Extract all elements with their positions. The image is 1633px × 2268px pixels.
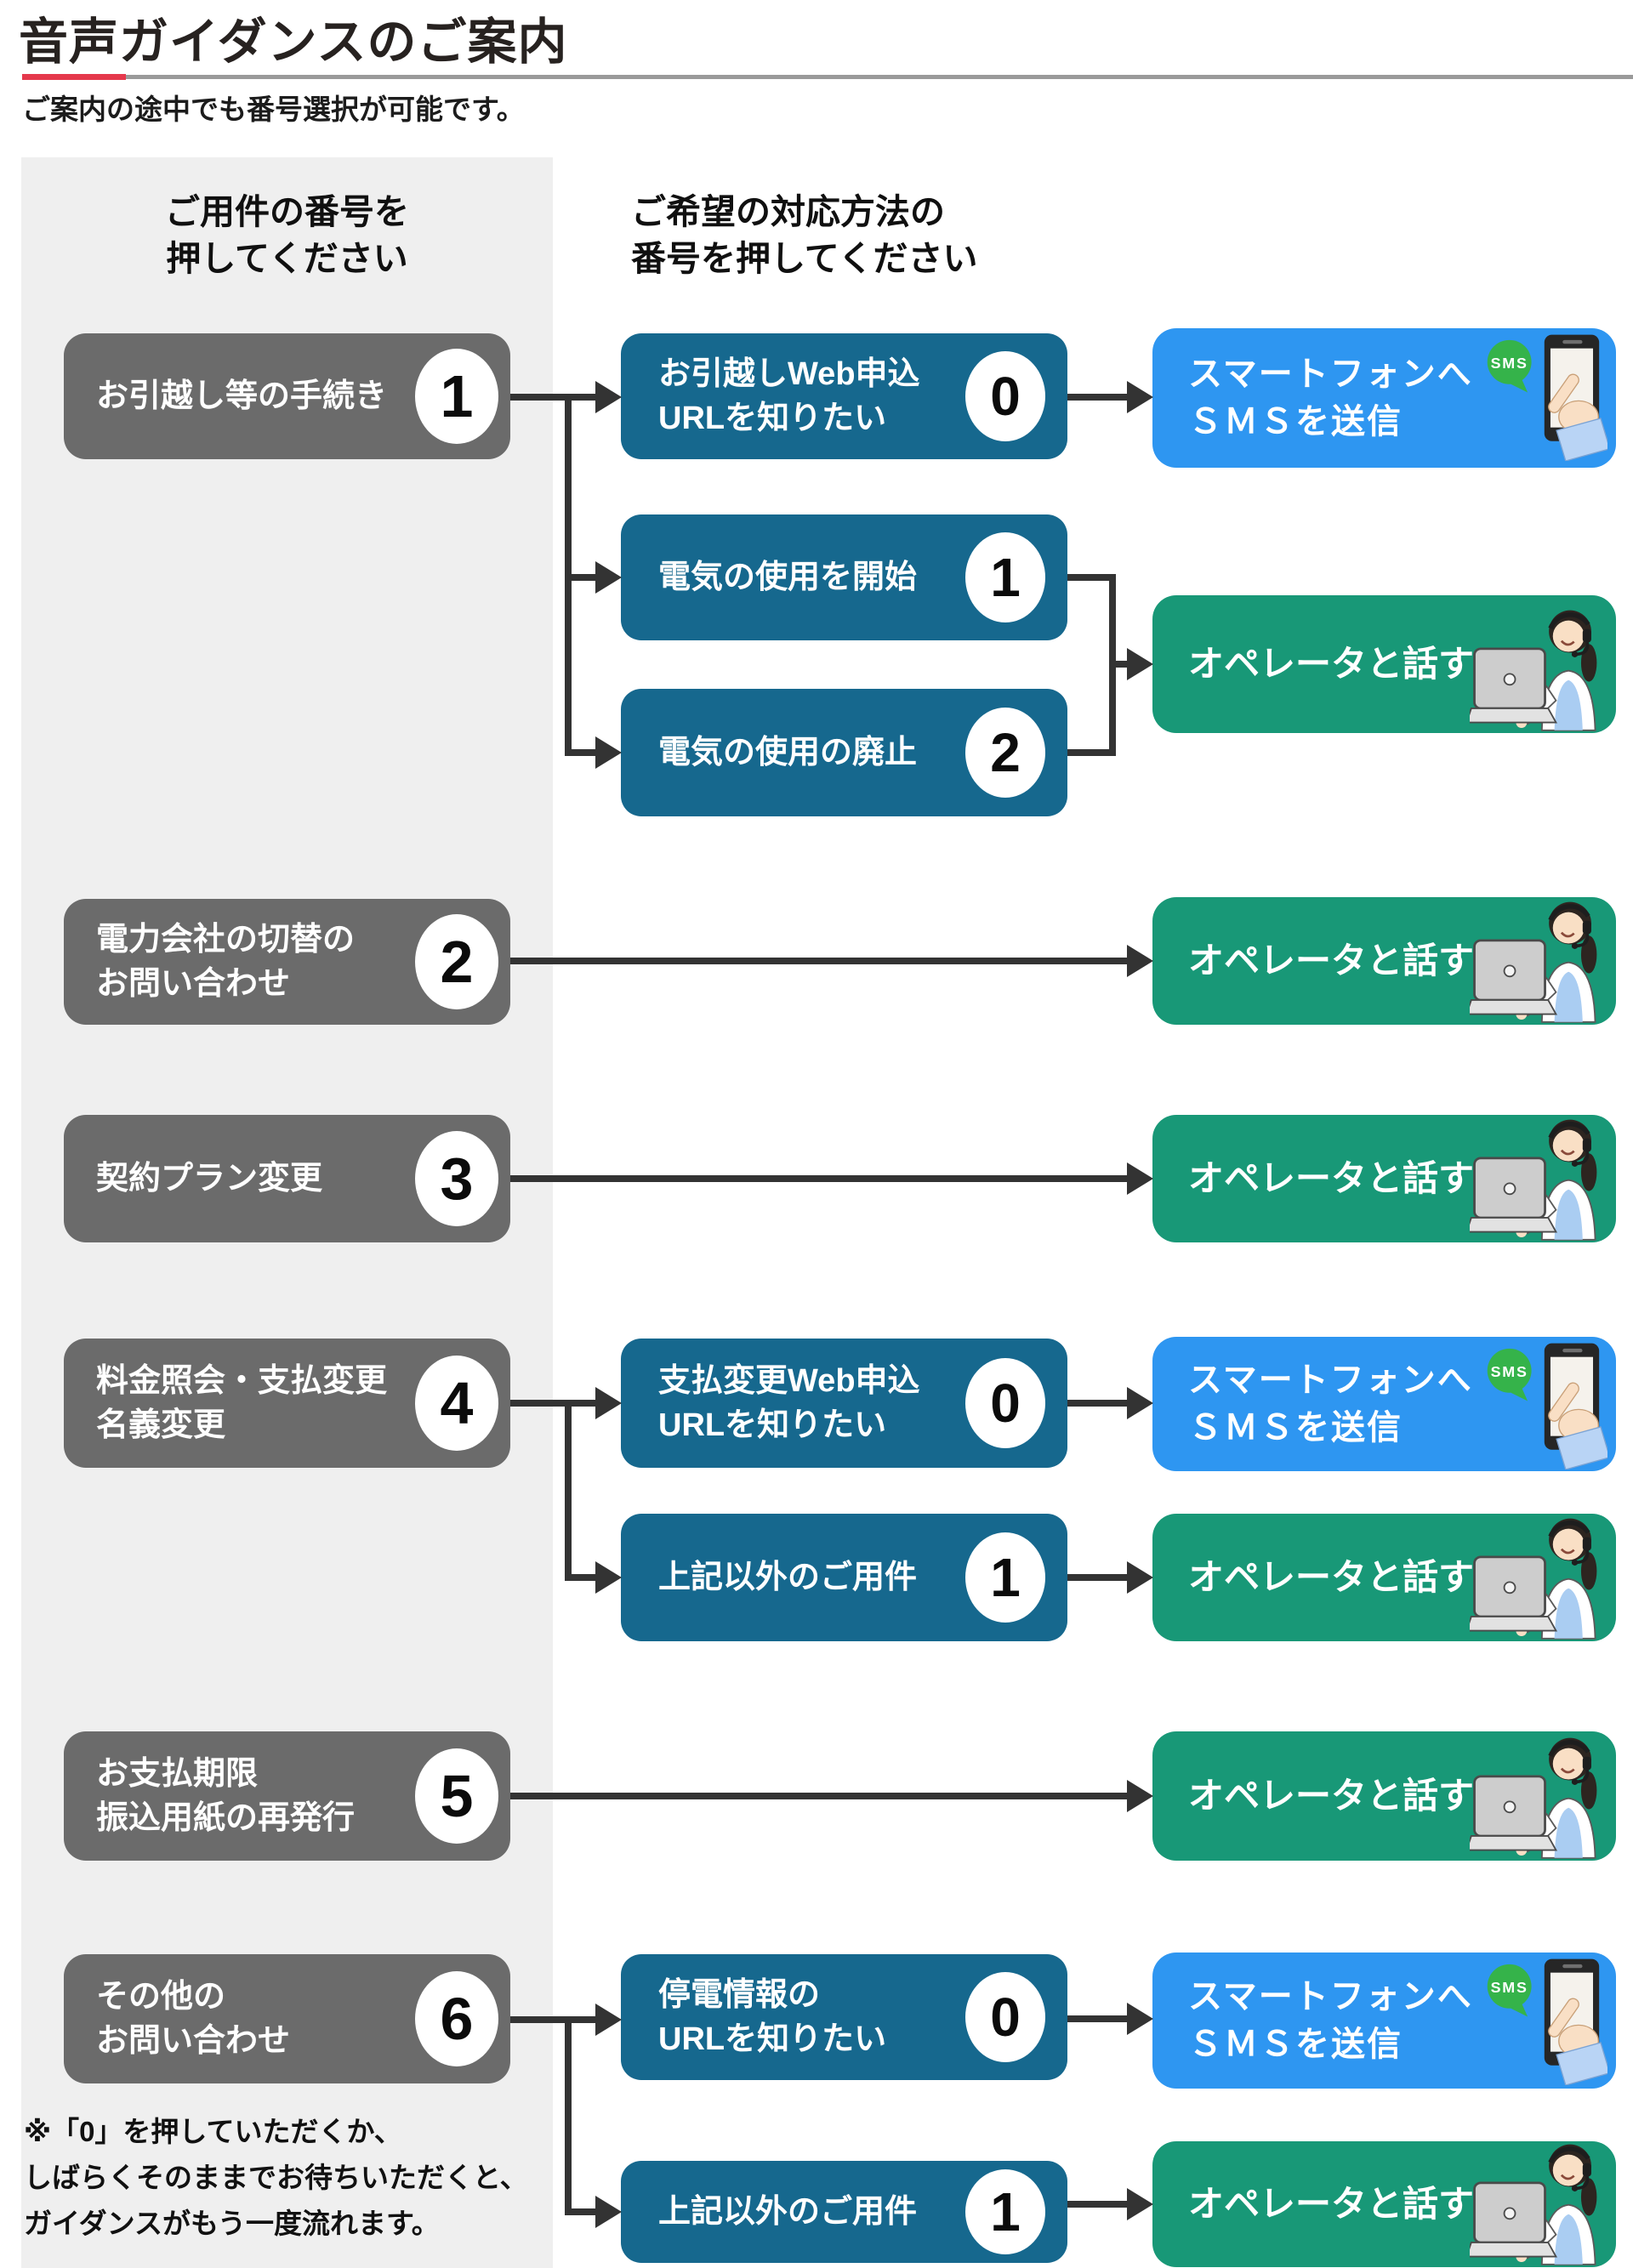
connector (1067, 749, 1116, 756)
digit-badge: 1 (965, 1532, 1045, 1623)
arrowhead (1127, 2188, 1153, 2220)
arrowhead (1127, 648, 1153, 680)
secondary-option-4-0: 支払変更Web申込 URLを知りたい 0 (621, 1339, 1067, 1468)
digit-badge: 6 (415, 1971, 498, 2066)
connector (1067, 1574, 1127, 1581)
sms-phone-icon: SMS (1478, 1956, 1607, 2085)
arrowhead (595, 381, 622, 413)
outcome-sms-4: スマートフォンへ ＳＭＳを送信 SMS (1152, 1337, 1616, 1471)
sms-phone-icon: SMS (1478, 1340, 1607, 1469)
digit-badge: 1 (415, 349, 498, 444)
connector (565, 2016, 572, 2215)
digit-badge: 5 (415, 1748, 498, 1844)
connector (565, 574, 595, 581)
digit-badge: 0 (965, 1972, 1045, 2062)
svg-text:SMS: SMS (1491, 1979, 1528, 1996)
outcome-operator-6: オペレータと話す (1152, 2141, 1616, 2267)
outcome-operator-2: オペレータと話す (1152, 897, 1616, 1025)
subtitle: ご案内の途中でも番号選択が可能です。 (22, 94, 525, 125)
digit-badge: 4 (415, 1356, 498, 1451)
digit-badge: 1 (965, 532, 1045, 622)
operator-icon (1470, 2138, 1611, 2265)
primary-option-6: その他の お問い合わせ 6 (64, 1954, 510, 2083)
connector (1067, 574, 1116, 581)
primary-option-5: お支払期限 振込用紙の再発行 5 (64, 1731, 510, 1861)
arrowhead (595, 2004, 622, 2036)
outcome-operator-1: オペレータと話す (1152, 595, 1616, 733)
connector (1067, 1400, 1127, 1407)
operator-icon (1470, 1113, 1611, 1241)
primary-option-3: 契約プラン変更 3 (64, 1115, 510, 1242)
footnote: ※「0」を押していただくか、 しばらくそのままでお待ちいただくと、 ガイダンスが… (24, 2116, 528, 2239)
secondary-option-1-1: 電気の使用を開始 1 (621, 514, 1067, 640)
outcome-operator-5: オペレータと話す (1152, 1731, 1616, 1861)
primary-option-1: お引越し等の手続き 1 (64, 333, 510, 459)
secondary-option-6-0: 停電情報の URLを知りたい 0 (621, 1954, 1067, 2080)
operator-icon (1470, 1512, 1611, 1640)
connector (565, 1574, 595, 1581)
connector (1067, 394, 1127, 401)
right-column-heading: ご希望の対応方法の 番号を押してください (631, 192, 978, 278)
arrowhead (1127, 381, 1153, 413)
title-rule-accent (22, 74, 126, 80)
secondary-option-4-1: 上記以外のご用件 1 (621, 1514, 1067, 1641)
outcome-operator-4: オペレータと話す (1152, 1514, 1616, 1641)
digit-badge: 0 (965, 351, 1045, 441)
connector (565, 2208, 595, 2215)
connector (510, 1175, 1127, 1182)
operator-icon (1470, 1731, 1611, 1859)
outcome-operator-3: オペレータと話す (1152, 1115, 1616, 1242)
svg-text:SMS: SMS (1491, 355, 1528, 372)
digit-badge: 3 (415, 1131, 498, 1226)
arrowhead (595, 1561, 622, 1594)
digit-badge: 0 (965, 1358, 1045, 1448)
connector (510, 394, 595, 401)
svg-text:SMS: SMS (1491, 1363, 1528, 1380)
connector (510, 1400, 595, 1407)
digit-badge: 2 (415, 914, 498, 1009)
arrowhead (1127, 945, 1153, 977)
operator-icon (1470, 895, 1611, 1023)
page-title: 音声ガイダンスのご案内 (19, 14, 568, 70)
arrowhead (1127, 1162, 1153, 1195)
secondary-option-1-0: お引越しWeb申込 URLを知りたい 0 (621, 333, 1067, 459)
connector (565, 749, 595, 756)
connector (510, 1793, 1127, 1799)
arrowhead (1127, 1387, 1153, 1419)
primary-option-2: 電力会社の切替の お問い合わせ 2 (64, 899, 510, 1025)
outcome-sms-1: スマートフォンへ ＳＭＳを送信 SMS (1152, 328, 1616, 468)
title-rule (22, 75, 1633, 79)
arrowhead (595, 736, 622, 769)
connector (565, 1400, 572, 1581)
connector (1067, 2201, 1127, 2208)
sms-phone-icon: SMS (1478, 332, 1607, 461)
digit-badge: 2 (965, 708, 1045, 798)
arrowhead (1127, 1780, 1153, 1812)
arrowhead (595, 1387, 622, 1419)
outcome-sms-6: スマートフォンへ ＳＭＳを送信 SMS (1152, 1953, 1616, 2089)
digit-badge: 1 (965, 2169, 1045, 2254)
arrowhead (595, 561, 622, 594)
primary-option-4: 料金照会・支払変更 名義変更 4 (64, 1339, 510, 1468)
operator-icon (1470, 604, 1611, 731)
left-column-heading: ご用件の番号を 押してください (165, 192, 409, 278)
connector (510, 958, 1127, 964)
arrowhead (595, 2196, 622, 2228)
connector (1109, 661, 1127, 668)
arrowhead (1127, 2003, 1153, 2035)
secondary-option-1-2: 電気の使用の廃止 2 (621, 689, 1067, 816)
connector (510, 2016, 595, 2023)
secondary-option-6-1: 上記以外のご用件 1 (621, 2161, 1067, 2263)
arrowhead (1127, 1561, 1153, 1594)
connector (1067, 2015, 1127, 2022)
